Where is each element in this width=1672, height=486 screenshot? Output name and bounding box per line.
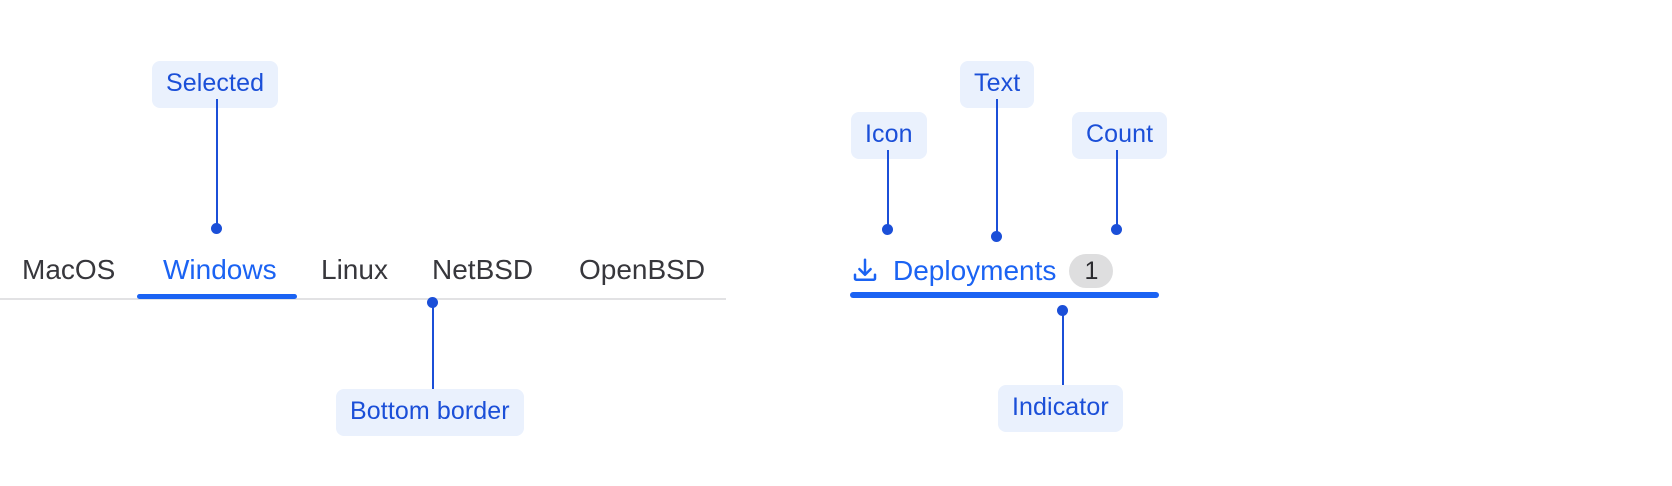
- annotation-selected-line: [216, 99, 218, 229]
- annotation-text-dot: [991, 231, 1002, 242]
- tab-openbsd[interactable]: OpenBSD: [579, 254, 706, 285]
- annotation-selected-label: Selected: [152, 61, 279, 108]
- tab-deployments-label: Deployments: [893, 255, 1057, 286]
- tab-linux[interactable]: Linux: [321, 254, 388, 285]
- annotation-icon-dot: [882, 224, 893, 235]
- annotation-indicator-label: Indicator: [998, 385, 1123, 432]
- tabbar-basic: MacOS Windows Linux NetBSD OpenBSD: [0, 248, 726, 300]
- annotation-bottom-border-dot: [427, 297, 438, 308]
- tab-deployments[interactable]: Deployments 1: [850, 246, 1114, 296]
- download-icon: [850, 256, 880, 286]
- annotation-count-label: Count: [1072, 112, 1168, 159]
- tab-active-indicator: [137, 294, 297, 299]
- annotation-bottom-border-line: [432, 303, 434, 390]
- annotation-indicator-dot: [1057, 305, 1068, 316]
- annotation-bottom-border-label: Bottom border: [336, 389, 524, 436]
- tab-macos[interactable]: MacOS: [22, 254, 116, 285]
- annotation-text-line: [996, 99, 998, 237]
- annotation-count-dot: [1111, 224, 1122, 235]
- tab-windows[interactable]: Windows: [163, 254, 277, 285]
- tab-deployments-count-badge: 1: [1069, 254, 1114, 288]
- tab-netbsd[interactable]: NetBSD: [432, 254, 534, 285]
- annotation-selected-dot: [211, 223, 222, 234]
- annotation-indicator-line: [1062, 311, 1064, 390]
- annotation-icon-line: [887, 150, 889, 230]
- annotation-text-label: Text: [960, 61, 1035, 108]
- annotation-icon-label: Icon: [851, 112, 927, 159]
- tab-deployments-active-indicator: [850, 292, 1159, 298]
- annotation-count-line: [1116, 150, 1118, 230]
